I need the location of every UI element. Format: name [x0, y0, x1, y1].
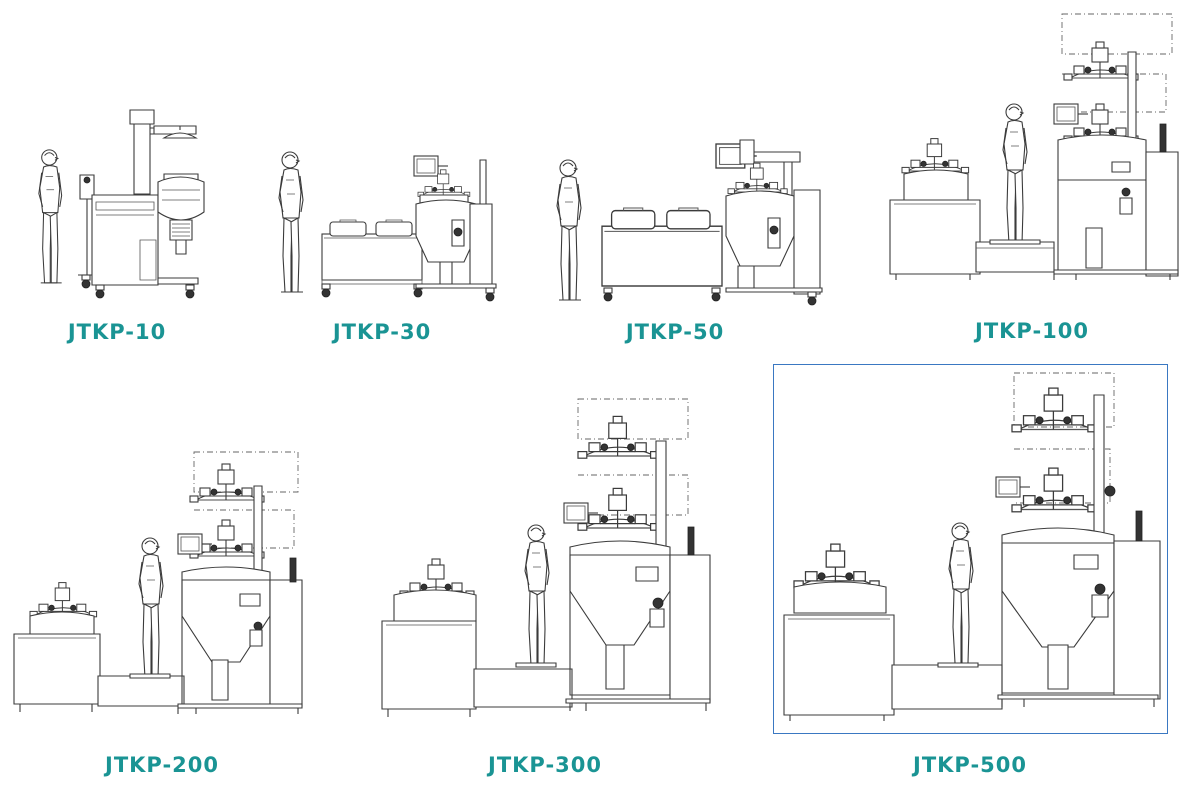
model-card-jtkp-10[interactable]: JTKP-10 — [30, 100, 220, 360]
model-label-jtkp-500: JTKP-500 — [913, 753, 1027, 777]
machine-drawing-jtkp-500 — [774, 365, 1169, 725]
machine-drawing-jtkp-200 — [10, 440, 310, 730]
machine-drawing-jtkp-300 — [380, 395, 720, 725]
machine-drawing-jtkp-50 — [556, 100, 830, 306]
machine-drawing-jtkp-100 — [880, 12, 1190, 302]
model-card-jtkp-100[interactable]: JTKP-100 — [880, 12, 1190, 360]
model-card-jtkp-300[interactable]: JTKP-300 — [380, 395, 720, 790]
model-label-jtkp-50: JTKP-50 — [625, 320, 725, 344]
model-label-jtkp-100: JTKP-100 — [975, 319, 1089, 343]
model-label-jtkp-30: JTKP-30 — [332, 320, 432, 344]
model-label-jtkp-300: JTKP-300 — [488, 753, 602, 777]
model-card-jtkp-200[interactable]: JTKP-200 — [10, 440, 310, 790]
model-label-jtkp-200: JTKP-200 — [105, 753, 219, 777]
model-card-jtkp-30[interactable]: JTKP-30 — [270, 100, 510, 360]
machine-drawing-jtkp-30 — [278, 151, 510, 302]
model-label-jtkp-10: JTKP-10 — [67, 320, 167, 344]
machine-drawing-jtkp-10 — [38, 100, 220, 299]
model-card-jtkp-500[interactable] — [773, 364, 1168, 734]
model-card-jtkp-50[interactable]: JTKP-50 — [540, 100, 830, 360]
